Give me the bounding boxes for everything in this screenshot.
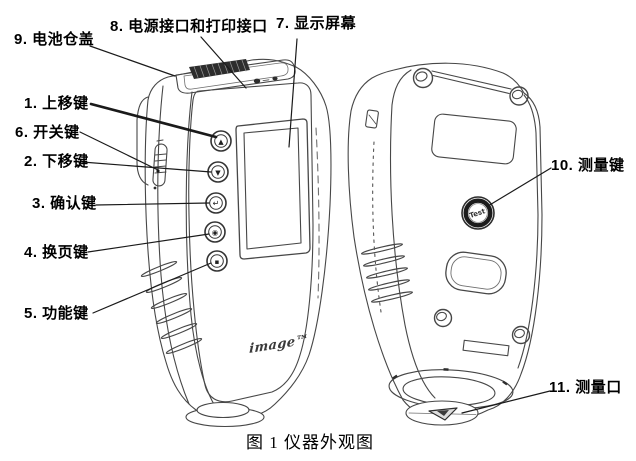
up-key-button: ▲ (210, 130, 232, 152)
battery-cover (189, 59, 250, 79)
back-device-drawing: Test (347, 62, 543, 426)
label-page-key: 4. 换页键 (24, 244, 89, 261)
measure-port (388, 368, 514, 426)
label-up-key: 1. 上移键 (24, 95, 89, 112)
side-vents (140, 261, 203, 354)
leader-measure-port (461, 390, 551, 414)
top-panel (175, 59, 296, 94)
label-confirm-key: 3. 确认键 (32, 195, 97, 212)
leader-display (288, 38, 298, 148)
top-screws (412, 67, 529, 106)
leader-confirm-key (95, 202, 210, 206)
display-screen (235, 118, 311, 260)
label-power-switch: 6. 开关键 (15, 124, 80, 141)
print-port-icon (272, 76, 278, 81)
leader-function-key (92, 262, 212, 314)
leader-measure-key (487, 167, 552, 207)
enter-icon: ↵ (213, 199, 220, 208)
page-key-button: ◉ (204, 221, 226, 243)
label-function-key: 5. 功能键 (24, 305, 89, 322)
square-dot-icon: ▪ (215, 258, 220, 266)
leader-battery-cover (89, 45, 176, 77)
label-measure-port: 11. 测量口 (549, 379, 622, 396)
side-ear (136, 96, 149, 186)
bottom-screws (433, 308, 531, 345)
down-arrow-icon: ▼ (215, 169, 221, 177)
leader-up-key (89, 102, 218, 139)
serial-plate (462, 339, 510, 357)
grip-oval (445, 251, 507, 295)
leader-page-key (87, 233, 210, 253)
side-clip (365, 109, 379, 129)
back-label-plate (431, 113, 517, 165)
up-arrow-icon: ▲ (218, 138, 224, 146)
function-key-button: ▪ (206, 250, 228, 272)
label-battery-cover: 9. 电池仓盖 (14, 31, 95, 48)
front-device-drawing: ▲ ▼ ↵ ◉ ▪ (136, 58, 332, 428)
power-switch (152, 139, 168, 190)
fisheye-icon: ◉ (212, 228, 219, 237)
leader-power-switch (79, 131, 159, 171)
label-down-key: 2. 下移键 (24, 153, 89, 170)
side-ridges (360, 243, 414, 303)
measure-key-button: Test (461, 196, 495, 230)
power-port-icon (253, 78, 261, 84)
probe-base (185, 401, 265, 428)
label-ports: 8. 电源接口和打印接口 (110, 18, 268, 35)
label-display-screen: 7. 显示屏幕 (276, 15, 357, 32)
leader-down-key (81, 161, 212, 173)
leader-ports (200, 36, 247, 89)
label-measure-key: 10. 测量键 (551, 157, 625, 174)
figure-caption: 图 1 仪器外观图 (246, 433, 374, 452)
leader-lines (79, 36, 552, 414)
